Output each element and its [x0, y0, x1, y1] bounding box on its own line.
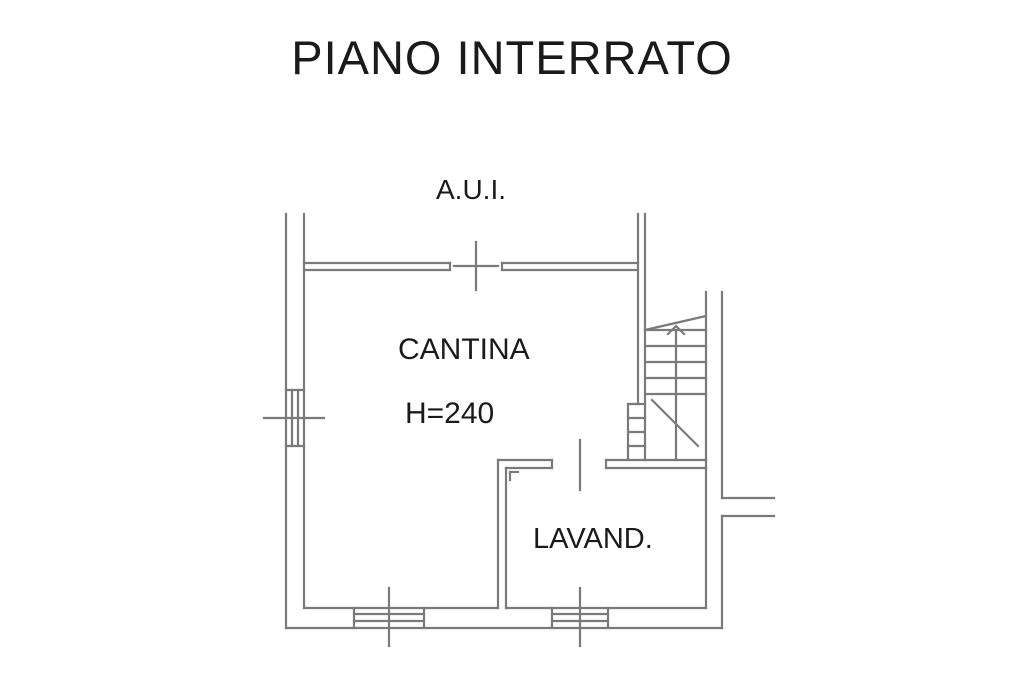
room-height-label: H=240: [405, 397, 495, 430]
south-window-cantina: [354, 588, 424, 646]
room-label-lavanderia: LAVAND.: [533, 523, 653, 555]
north-wall: [304, 242, 638, 290]
south-window-lavand: [552, 588, 608, 646]
staircase: [628, 316, 706, 460]
west-window: [264, 390, 324, 446]
room-label-cantina: CANTINA: [398, 333, 530, 366]
east-wall: [706, 292, 774, 628]
partition-wall: [498, 440, 706, 608]
room-label-aui: A.U.I.: [436, 174, 507, 205]
aui-boundary: [638, 214, 645, 404]
west-wall: [286, 214, 304, 628]
plan-title: PIANO INTERRATO: [291, 31, 733, 84]
south-wall: [286, 608, 722, 628]
